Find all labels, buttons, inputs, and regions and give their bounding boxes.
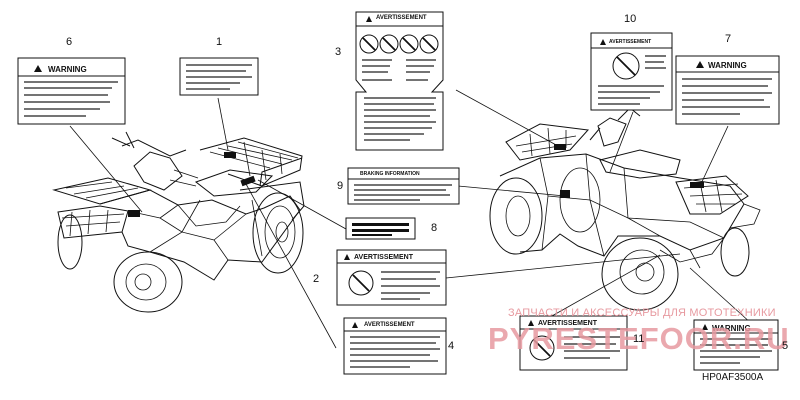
callout-5: 5 (782, 340, 789, 352)
watermark-site: PYRESTEFOOR.RU (488, 321, 790, 356)
label-1-drawing (179, 57, 259, 96)
label-9-drawing (347, 167, 460, 205)
callout-3: 3 (335, 46, 342, 58)
label-6-heading: WARNING (48, 65, 87, 74)
callout-8: 8 (431, 222, 438, 234)
label-7-heading: WARNING (708, 61, 747, 70)
atv-right (489, 107, 761, 311)
callout-2: 2 (313, 273, 320, 285)
callout-9: 9 (337, 180, 344, 192)
label-5-drawing (693, 319, 779, 371)
watermark-tagline: ЗАПЧАСТИ И АКСЕССУАРЫ ДЛЯ МОТОТЕХНИКИ (508, 307, 776, 319)
callout-4: 4 (448, 340, 455, 352)
label-11-heading: AVERTISSEMENT (538, 320, 597, 327)
label-5-heading: WARNING (712, 324, 751, 333)
label-4-drawing (343, 317, 447, 375)
atv-left (52, 131, 305, 313)
label-10-drawing (590, 32, 673, 111)
label-2-drawing (336, 249, 447, 306)
callout-11: 11 (633, 333, 645, 345)
label-8-drawing (345, 217, 416, 240)
callout-10: 10 (624, 13, 637, 25)
label-4-heading: AVERTISSEMENT (364, 322, 415, 328)
label-9-heading: BRAKING INFORMATION (360, 171, 420, 177)
label-3-heading: AVERTISSEMENT (376, 15, 427, 21)
callout-6: 6 (66, 36, 73, 48)
callout-1: 1 (216, 36, 223, 48)
diagram-code: HP0AF3500A (702, 372, 764, 383)
label-11-drawing (519, 315, 628, 371)
callout-7: 7 (725, 33, 732, 45)
label-6-drawing (17, 57, 126, 125)
label-7-drawing (675, 55, 780, 125)
leader-lines (69, 89, 753, 349)
label-10-heading: AVERTISSEMENT (609, 39, 652, 45)
label-2-heading: AVERTISSEMENT (354, 254, 413, 261)
label-3-drawing (355, 11, 444, 151)
